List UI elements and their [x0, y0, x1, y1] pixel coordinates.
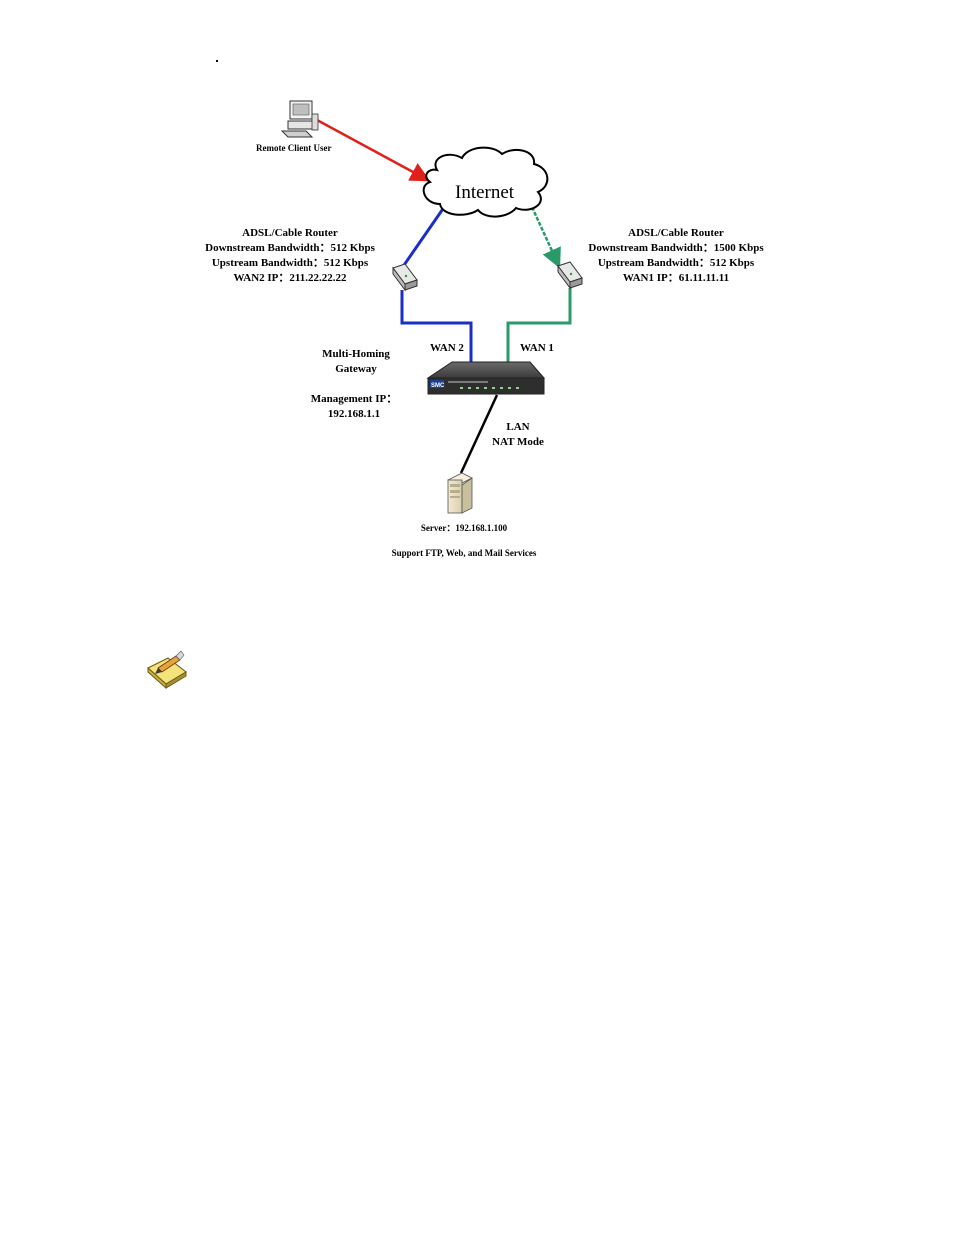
gateway-label-line2: Gateway	[335, 363, 377, 375]
gateway-device-icon: SMC	[426, 361, 546, 395]
remote-client-label: Remote Client User	[256, 143, 331, 153]
stray-dot	[216, 60, 218, 62]
services-label: Support FTP, Web, and Mail Services	[392, 548, 537, 558]
device-brand: SMC	[431, 383, 445, 389]
right-router-downstream: Downstream Bandwidth：1500 Kbps	[588, 242, 764, 254]
wan2-label: WAN 2	[430, 342, 464, 354]
left-router-wan-ip: WAN2 IP：211.22.22.22	[233, 272, 347, 284]
right-router-title: ADSL/Cable Router	[628, 227, 724, 239]
gateway-label-line1: Multi-Homing	[322, 348, 390, 360]
left-router-title: ADSL/Cable Router	[242, 227, 338, 239]
management-ip-line2: 192.168.1.1	[328, 408, 380, 420]
router-icon	[557, 261, 583, 290]
wan1-label: WAN 1	[520, 342, 554, 354]
wan1-link	[530, 206, 561, 269]
lan-label-line2: NAT Mode	[492, 436, 544, 448]
lan-label-line1: LAN	[506, 421, 529, 433]
left-router-downstream: Downstream Bandwidth：512 Kbps	[205, 242, 375, 254]
lan-link	[459, 394, 499, 474]
note-pencil-icon	[147, 650, 187, 690]
right-router-wan-ip: WAN1 IP：61.11.11.11	[623, 272, 729, 284]
computer-icon	[280, 100, 319, 138]
internet-label: Internet	[455, 182, 515, 203]
cloud-icon	[422, 146, 549, 218]
wan1-drop	[506, 288, 572, 362]
right-router-upstream: Upstream Bandwidth：512 Kbps	[598, 257, 755, 269]
left-router-upstream: Upstream Bandwidth：512 Kbps	[212, 257, 369, 269]
remote-link	[316, 118, 431, 182]
management-ip-line1: Management IP：	[311, 393, 397, 405]
router-icon	[392, 263, 418, 292]
server-icon	[447, 472, 473, 514]
server-label: Server：192.168.1.100	[421, 523, 508, 533]
wan2-link	[400, 202, 473, 362]
